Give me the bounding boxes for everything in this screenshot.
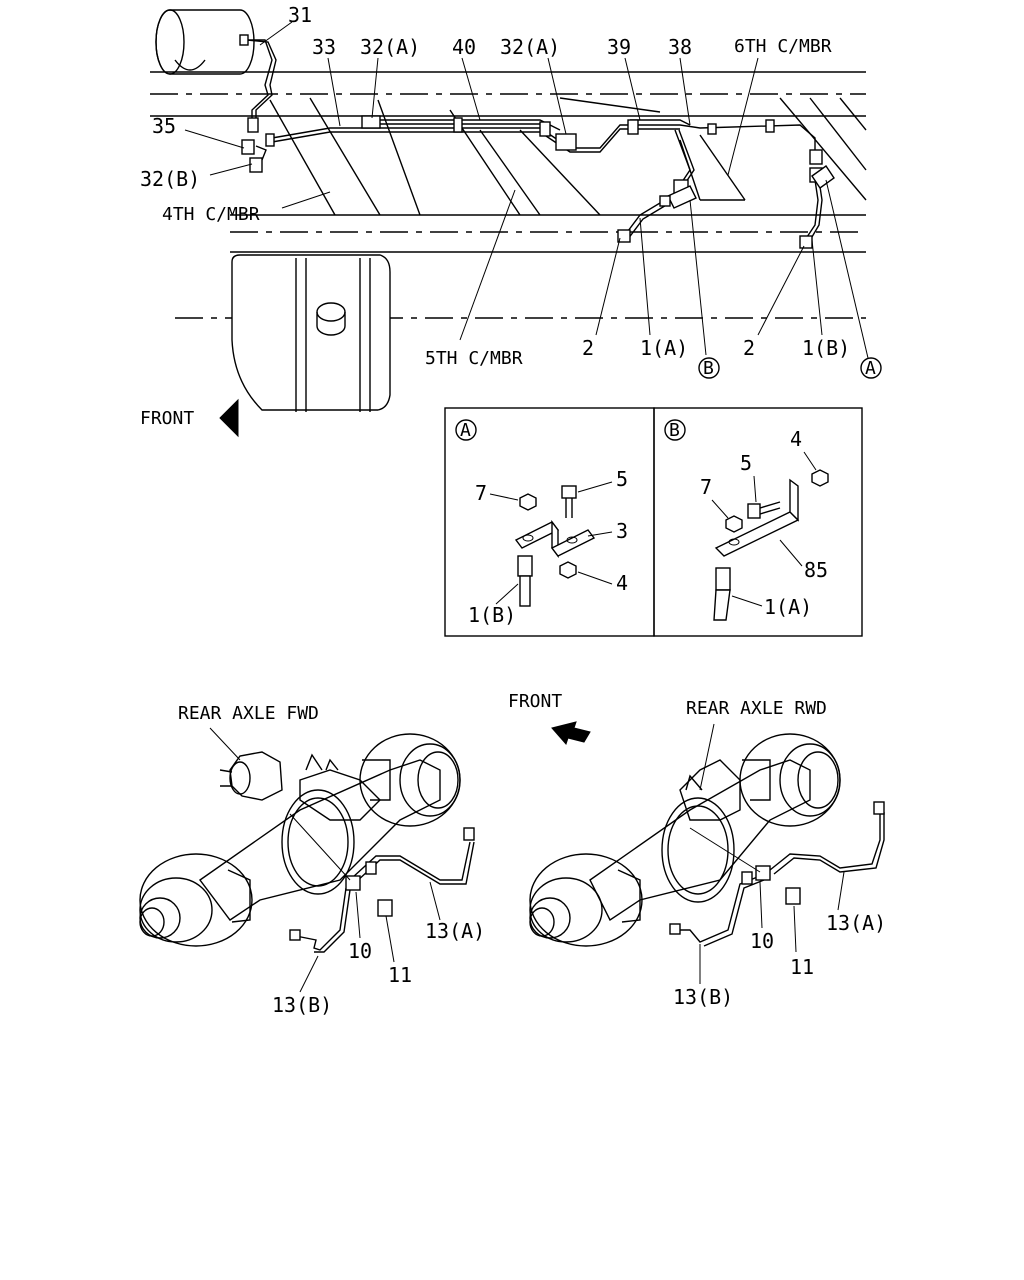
rear-axle-fwd — [139, 733, 475, 953]
detail-b-callout-85: 85 — [804, 558, 828, 582]
detail-a-callout-1b: 1(B) — [468, 603, 516, 627]
rwd-callout-10: 10 — [750, 929, 774, 953]
callout-32a-left: 32(A) — [360, 35, 420, 59]
callout-2-left: 2 — [582, 336, 594, 360]
ref-a-marker: A — [865, 358, 876, 379]
callout-31: 31 — [288, 3, 312, 27]
rear-axle-fwd-label: REAR AXLE FWD — [178, 703, 319, 724]
detail-b-callout-4: 4 — [790, 427, 802, 451]
rear-axle-rwd — [529, 733, 885, 947]
callout-2-right: 2 — [743, 336, 755, 360]
rwd-right-hub — [739, 733, 841, 827]
fuel-tank — [231, 254, 391, 412]
air-tank — [155, 9, 255, 75]
callout-33: 33 — [312, 35, 336, 59]
fifth-cross-member-label: 5TH C/MBR — [425, 348, 523, 369]
front-label-top: FRONT — [140, 408, 194, 429]
brake-pipes-top — [239, 34, 835, 249]
callout-1a: 1(A) — [640, 336, 688, 360]
detail-b-box: B 4 5 7 85 1(A) — [653, 407, 863, 637]
detail-b-callout-7: 7 — [700, 475, 712, 499]
front-label-bottom: FRONT — [508, 691, 562, 712]
top-leader-lines — [184, 21, 869, 359]
sixth-cross-member-label: 6TH C/MBR — [734, 36, 832, 57]
detail-a-marker: A — [460, 420, 471, 441]
callout-32a-right: 32(A) — [500, 35, 560, 59]
detail-b-callout-5: 5 — [740, 451, 752, 475]
front-arrow-icon — [219, 398, 239, 438]
rear-axle-rwd-label: REAR AXLE RWD — [686, 698, 827, 719]
fwd-callout-13b: 13(B) — [272, 993, 332, 1017]
callout-1b: 1(B) — [802, 336, 850, 360]
detail-b-marker: B — [669, 420, 680, 441]
fwd-left-hub — [139, 853, 253, 947]
callout-39: 39 — [607, 35, 631, 59]
rwd-callout-11: 11 — [790, 955, 814, 979]
callout-38: 38 — [668, 35, 692, 59]
detail-a-callout-5: 5 — [616, 467, 628, 491]
fwd-callout-10: 10 — [348, 939, 372, 963]
callout-40: 40 — [452, 35, 476, 59]
fourth-cross-member-label: 4TH C/MBR — [162, 204, 260, 225]
rwd-left-hub — [529, 853, 643, 947]
fwd-callout-11: 11 — [388, 963, 412, 987]
front-arrow-bottom-icon — [551, 721, 591, 745]
detail-b-callout-1a: 1(A) — [764, 595, 812, 619]
ref-b-marker: B — [703, 358, 714, 379]
callout-32b: 32(B) — [140, 167, 200, 191]
detail-a-box: A 7 5 3 4 1(B) — [444, 407, 655, 637]
detail-a-callout-3: 3 — [616, 519, 628, 543]
fwd-callout-13a: 13(A) — [425, 919, 485, 943]
detail-a-callout-7: 7 — [475, 481, 487, 505]
detail-a-callout-4: 4 — [616, 571, 628, 595]
rwd-callout-13b: 13(B) — [673, 985, 733, 1009]
fwd-right-hub — [359, 733, 461, 827]
rwd-callout-13a: 13(A) — [826, 911, 886, 935]
callout-35: 35 — [152, 114, 176, 138]
